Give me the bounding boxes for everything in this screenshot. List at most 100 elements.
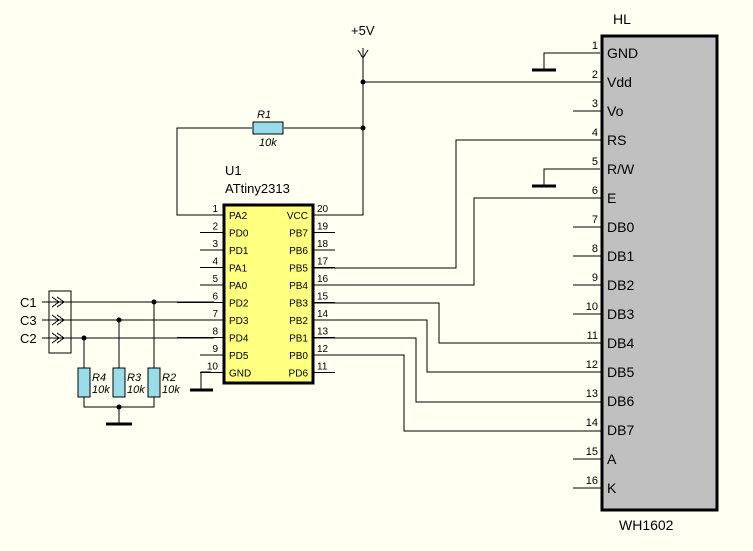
pulldown-body [147,367,161,398]
resistor-r1: R1 10k [176,109,363,216]
u1-pin-number: 10 [207,362,219,373]
signal-wires [313,139,578,432]
pulldown-body [77,367,91,398]
lcd-part: WH1602 [619,517,674,533]
lcd-body [600,34,719,512]
u1-pin-number: 12 [317,344,329,355]
lcd-pin-number: 9 [592,272,598,284]
pulldown-ref: R4 [92,372,106,384]
u1-pin-number: 14 [317,309,329,320]
u1-pin-number: 6 [212,292,218,303]
u1-pin-name: PB1 [289,334,308,345]
chevron-right-icon [51,332,65,344]
lcd-pin-name: GND [607,45,638,61]
r1-value: 10k [259,137,277,149]
lcd-pin-name: DB7 [607,422,634,438]
u1-pin-number: 4 [212,257,218,268]
u1-pin-name: PD4 [229,334,249,345]
lcd-pin-name: DB6 [607,393,634,409]
u1-ref: U1 [225,163,242,178]
connector-body [48,290,72,354]
u1-pin-name: PA0 [229,281,248,292]
u1-pin-name: PB6 [289,246,308,257]
u1-pin-number: 18 [317,239,329,250]
u1-pin-name: PD2 [229,299,249,310]
u1-pin-number: 11 [317,362,328,373]
u1-pin-number: 1 [212,204,218,215]
u1-pin-name: PA1 [229,264,248,275]
pulldown-value: 10k [162,384,180,396]
pulldown-body [112,367,126,398]
u1-pin-name: PB2 [289,316,308,327]
wire-pb5-rs [313,139,578,269]
u1-pin-name: PD5 [229,351,249,362]
u1-pin-name: PD0 [229,229,249,240]
u1-left-pins: 1PA22PD03PD14PA15PA06PD27PD38PD49PD510GN… [177,204,251,380]
u1-pin-number: 16 [317,274,329,285]
pulldown-common-wire [83,397,155,423]
lcd-ref: HL [613,11,631,27]
chevron-right-icon [51,296,65,308]
u1-pin-name: PB5 [289,264,308,275]
lcd-pin-name: Vdd [607,74,632,90]
u1-body [222,203,315,385]
lcd-pin-number: 2 [592,69,598,81]
lcd-pin-number: 5 [592,156,598,168]
power-label: +5V [351,23,375,38]
lcd-gnd-wire [543,52,600,69]
u1-pin-name: PB4 [289,281,308,292]
u1-pin-number: 20 [317,204,329,215]
lcd-pin-name: R/W [607,161,635,177]
junction [360,79,366,85]
lcd-pin-number: 13 [586,388,598,400]
r1-body [252,121,284,135]
wire-pb2-db5 [313,319,578,373]
u1-pin-name: PB3 [289,299,308,310]
u1-gnd-wire [200,371,211,389]
wire-pb1-db6 [313,337,578,403]
r1-ref: R1 [257,109,271,121]
lcd-pin-name: DB2 [607,277,634,293]
input-label: C3 [20,313,37,328]
u1-pin-number: 8 [212,327,218,338]
u1-pin-number: 17 [317,257,329,268]
lcd-pin-number: 3 [592,98,598,110]
u1-pin-number: 9 [212,344,218,355]
lcd-pin-name: Vo [607,103,624,119]
junction [116,404,122,410]
lcd-pin-name: A [607,451,617,467]
lcd-pin-name: RS [607,132,626,148]
lcd-pin-name: DB5 [607,364,634,380]
u1-pin-number: 15 [317,292,329,303]
u1-pin-number: 19 [317,222,329,233]
lcd-pin-number: 8 [592,243,598,255]
lcd-pin-number: 10 [586,301,598,313]
lcd-pin-number: 1 [592,40,598,52]
lcd-pin-number: 14 [586,417,598,429]
u1-pin-name: PB0 [289,351,308,362]
lcd-pin-name: DB1 [607,248,634,264]
mcu-u1: U1 ATtiny2313 1PA22PD03PD14PA15PA06PD27P… [177,163,335,392]
u1-pin-name: VCC [287,211,308,222]
u1-pin-name: PD1 [229,246,249,257]
wire-pb4-e [313,197,578,286]
lcd-pin-number: 7 [592,214,598,226]
u1-pin-name: GND [229,369,251,380]
pulldown-ref: R2 [162,372,176,384]
pulldown-value: 10k [92,384,110,396]
u1-pin-number: 3 [212,239,218,250]
u1-pin-number: 13 [317,327,329,338]
power-arrow-icon [357,49,369,59]
wire-pb3-db4 [313,302,578,344]
lcd-pin-number: 12 [586,359,598,371]
u1-pin-name: PA2 [229,211,248,222]
lcd-pin-number: 4 [592,127,598,139]
u1-pin-number: 2 [212,222,218,233]
lcd-pin-number: 16 [586,475,598,487]
u1-pin-number: 5 [212,274,218,285]
